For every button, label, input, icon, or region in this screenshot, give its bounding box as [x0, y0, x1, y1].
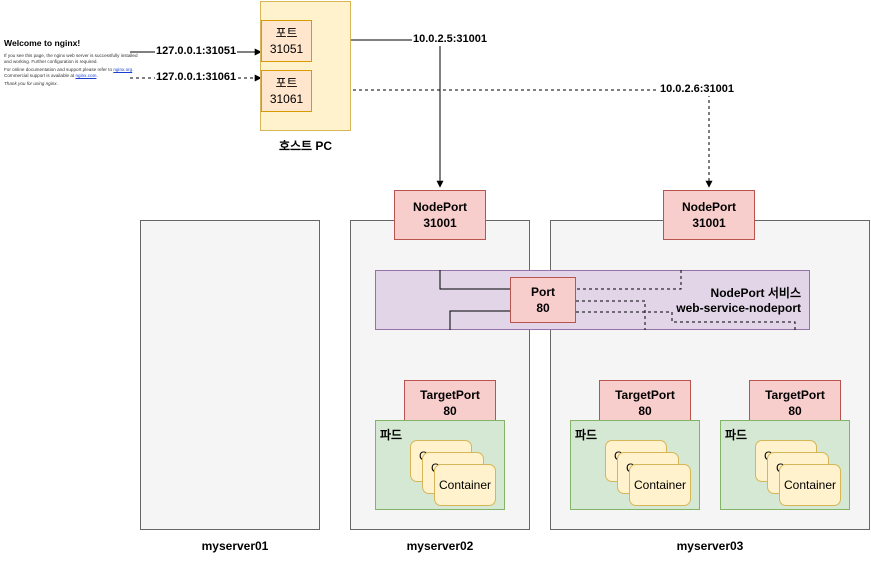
nodeport-myserver02: NodePort 31001	[394, 190, 486, 240]
server-myserver01	[140, 220, 320, 530]
nodeport-value: 31001	[423, 216, 457, 230]
pod-label: 파드	[380, 428, 403, 442]
port-title: Port	[531, 285, 555, 299]
host-port-31051: 포트 31051	[261, 20, 312, 62]
targetport-value: 80	[443, 404, 457, 418]
host-port-31061: 포트 31061	[261, 70, 312, 112]
pod-myserver03-a: 파드 C C Container	[570, 420, 700, 510]
edge-label-local-31051: 127.0.0.1:31051	[155, 45, 238, 58]
port-value: 80	[536, 301, 550, 315]
service-label: NodePort 서비스 web-service-nodeport	[676, 286, 801, 316]
targetport-value: 80	[788, 404, 802, 418]
nginx-title: Welcome to nginx!	[4, 38, 81, 48]
container: Container	[629, 464, 691, 506]
nginx-paragraph-2: For online documentation and support ple…	[4, 67, 134, 78]
service-name: web-service-nodeport	[676, 301, 801, 315]
server-label-myserver02: myserver02	[406, 539, 474, 553]
targetport-title: TargetPort	[420, 388, 480, 402]
nodeport-value: 31001	[692, 216, 726, 230]
targetport-value: 80	[638, 404, 652, 418]
server-label-myserver01: myserver01	[201, 539, 269, 553]
pod-myserver02: 파드 C C Container	[375, 420, 505, 510]
nginx-org-link[interactable]: nginx.org	[113, 67, 133, 73]
targetport-myserver03-b: TargetPort 80	[749, 380, 841, 426]
nodeport-service-box: NodePort 서비스 web-service-nodeport	[375, 270, 810, 330]
container: Container	[779, 464, 841, 506]
server-label-myserver03: myserver03	[676, 539, 744, 553]
nodeport-title: NodePort	[682, 200, 736, 214]
pod-label: 파드	[575, 428, 598, 442]
host-pc-label: 호스트 PC	[278, 139, 333, 153]
host-port-title: 포트	[275, 26, 298, 40]
nginx-com-link[interactable]: nginx.com	[75, 72, 97, 78]
pod-label: 파드	[725, 428, 748, 442]
nginx-paragraph-1: If you see this page, the nginx web serv…	[4, 53, 138, 64]
service-port-box: Port 80	[510, 277, 576, 323]
nginx-paragraph-3: Thank you for using nginx.	[4, 81, 58, 87]
pod-myserver03-b: 파드 C C Container	[720, 420, 850, 510]
nodeport-myserver03: NodePort 31001	[663, 190, 755, 240]
targetport-title: TargetPort	[765, 388, 825, 402]
nginx-docs-text: For online documentation and support ple…	[4, 67, 113, 73]
host-port-number: 31051	[269, 42, 304, 56]
host-pc-box: 포트 31051 포트 31061	[260, 1, 351, 131]
host-port-number: 31061	[269, 92, 304, 106]
host-port-title: 포트	[275, 76, 298, 90]
port-31061-to-nodeport-arrow	[311, 89, 713, 188]
edge-label-node-10-0-2-6: 10.0.2.6:31001	[659, 83, 736, 96]
targetport-myserver03-a: TargetPort 80	[599, 380, 691, 426]
targetport-title: TargetPort	[615, 388, 675, 402]
container: Container	[434, 464, 496, 506]
nodeport-title: NodePort	[413, 200, 467, 214]
edge-label-node-10-0-2-5: 10.0.2.5:31001	[412, 33, 489, 46]
edge-label-local-31061: 127.0.0.1:31061	[155, 71, 238, 84]
service-title: NodePort 서비스	[710, 286, 801, 300]
nginx-welcome-page: Welcome to nginx! If you see this page, …	[4, 38, 144, 90]
nginx-commercial-text: Commercial support is available at	[4, 72, 75, 78]
